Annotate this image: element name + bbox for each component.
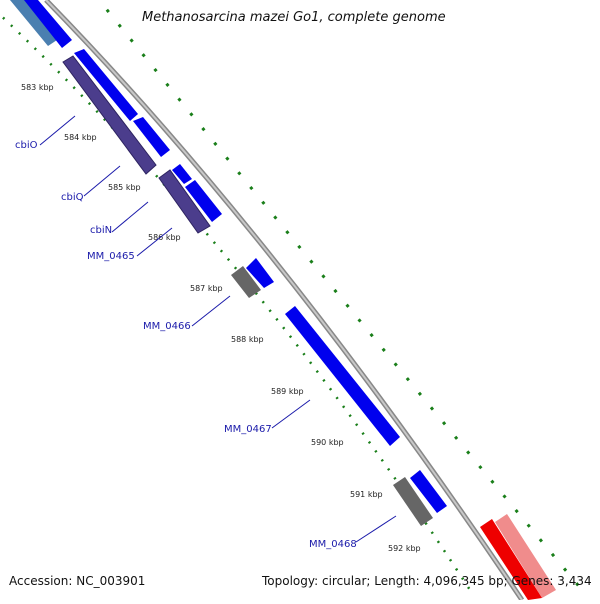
label-MM_0465: MM_0465 (87, 251, 135, 262)
gene-MM_0468-hypothetical (393, 477, 433, 526)
tick-586: 586 kbp (148, 233, 181, 242)
gc-content-track-inner (0, 13, 472, 591)
gene-cbiQ-forward (133, 117, 170, 157)
gene-partial-forward (24, 0, 72, 48)
topology-text: Topology: circular; Length: 4,096,345 bp… (262, 574, 592, 588)
tick-583: 583 kbp (21, 83, 54, 92)
gc-content-track-outer (97, 0, 584, 591)
gene-cbiN-forward (172, 164, 192, 184)
tick-590: 590 kbp (311, 438, 344, 447)
label-MM_0468: MM_0468 (309, 539, 357, 550)
genome-title: Methanosarcina mazei Go1, complete genom… (142, 10, 446, 25)
gene-rna-light (495, 514, 556, 598)
tick-591: 591 kbp (350, 490, 383, 499)
gene-MM_0466-hypothetical (231, 266, 261, 298)
label-cbiO: cbiO (15, 140, 38, 151)
tick-588: 588 kbp (231, 335, 264, 344)
gene-MM_0466-forward (246, 258, 274, 288)
gene-cbiO (62, 55, 157, 175)
label-leader-lines (39, 115, 397, 543)
label-cbiN: cbiN (90, 225, 112, 236)
gene-MM_0465-forward (185, 180, 222, 222)
gene-labels: cbiO cbiQ cbiN MM_0465 MM_0466 MM_0467 M… (15, 140, 357, 550)
gene-rna (480, 519, 542, 600)
accession-text: Accession: NC_003901 (9, 574, 146, 588)
gene-MM_0467 (285, 306, 400, 446)
label-MM_0466: MM_0466 (143, 321, 191, 332)
gene-cbiQ (158, 169, 211, 234)
tick-584: 584 kbp (64, 133, 97, 142)
gene-cbiO-forward (74, 49, 138, 121)
label-MM_0467: MM_0467 (224, 424, 272, 435)
tick-589: 589 kbp (271, 387, 304, 396)
tick-585: 585 kbp (108, 183, 141, 192)
label-cbiQ: cbiQ (61, 192, 84, 203)
tick-592: 592 kbp (388, 544, 421, 553)
gene-MM_0468-forward (410, 470, 447, 513)
gene-partial-reverse (10, 0, 60, 46)
tick-labels: 583 kbp 584 kbp 585 kbp 586 kbp 587 kbp … (21, 83, 421, 553)
tick-587: 587 kbp (190, 284, 223, 293)
